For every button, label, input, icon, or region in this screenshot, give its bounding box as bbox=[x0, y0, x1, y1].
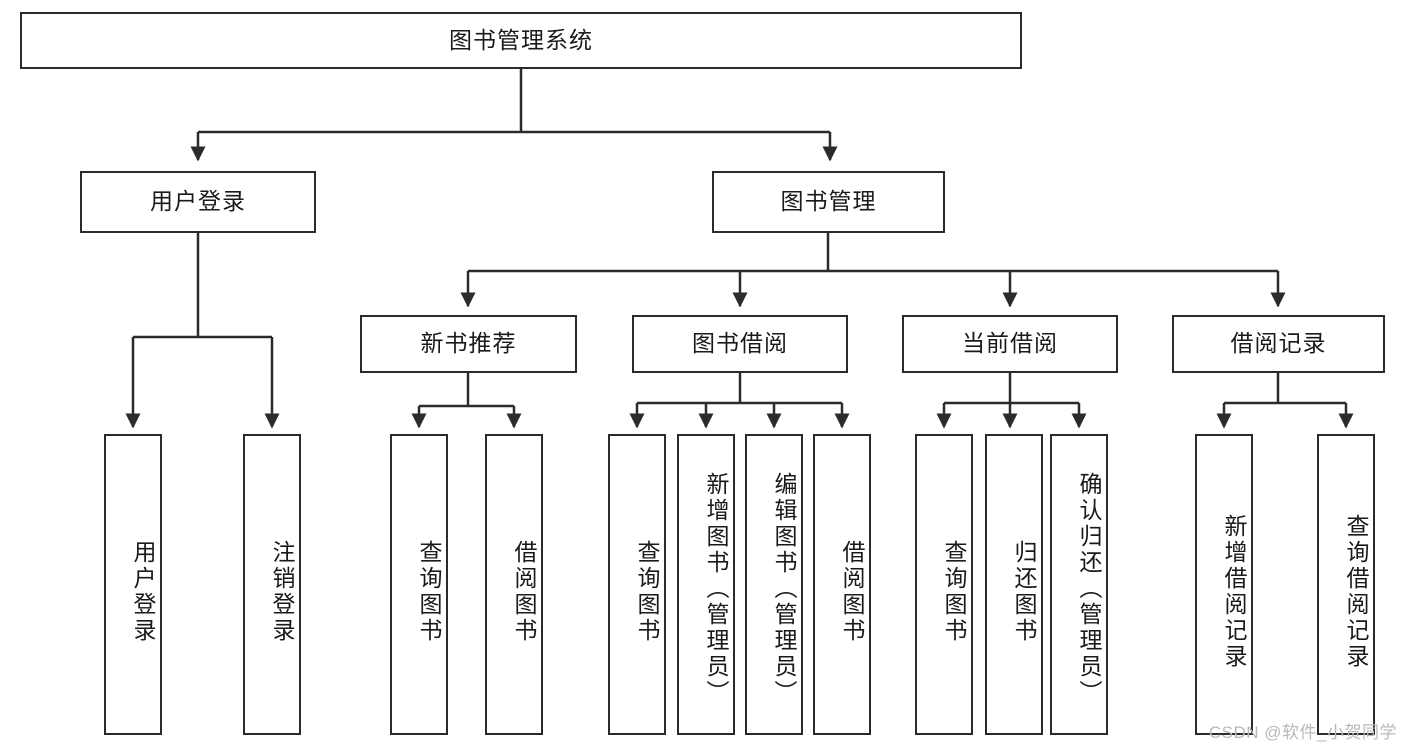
node-label: 新书推荐 bbox=[420, 330, 517, 357]
leaf-book-borrow-query[interactable]: 查询图书 bbox=[608, 434, 666, 735]
node-label: 用户登录 bbox=[130, 539, 156, 644]
node-label: 借阅记录 bbox=[1230, 330, 1327, 357]
node-label: 查询借阅记录 bbox=[1343, 513, 1369, 670]
node-label: 新增图书（管理员） bbox=[703, 471, 729, 706]
node-book-borrow[interactable]: 图书借阅 bbox=[632, 315, 848, 373]
node-label: 图书管理系统 bbox=[449, 26, 593, 53]
leaf-user-login-login[interactable]: 用户登录 bbox=[104, 434, 162, 735]
leaf-new-book-borrow[interactable]: 借阅图书 bbox=[485, 434, 543, 735]
node-book-management[interactable]: 图书管理 bbox=[712, 171, 945, 233]
leaf-current-borrow-query[interactable]: 查询图书 bbox=[915, 434, 973, 735]
node-label: 用户登录 bbox=[150, 188, 246, 215]
node-label: 查询图书 bbox=[634, 539, 660, 644]
leaf-current-borrow-return[interactable]: 归还图书 bbox=[985, 434, 1043, 735]
node-label: 图书借阅 bbox=[692, 330, 788, 357]
leaf-book-borrow-edit[interactable]: 编辑图书（管理员） bbox=[745, 434, 803, 735]
leaf-new-book-query[interactable]: 查询图书 bbox=[390, 434, 448, 735]
node-user-login[interactable]: 用户登录 bbox=[80, 171, 316, 233]
node-label: 图书管理 bbox=[780, 188, 877, 215]
node-label: 借阅图书 bbox=[839, 539, 865, 644]
node-label: 查询图书 bbox=[416, 539, 442, 644]
node-label: 新增借阅记录 bbox=[1221, 513, 1247, 670]
csdn-watermark: CSDN @软件_小贺同学 bbox=[1208, 723, 1397, 742]
leaf-borrow-record-query[interactable]: 查询借阅记录 bbox=[1317, 434, 1375, 735]
node-label: 归还图书 bbox=[1011, 539, 1037, 644]
node-root-system[interactable]: 图书管理系统 bbox=[20, 12, 1022, 69]
node-label: 编辑图书（管理员） bbox=[771, 471, 797, 706]
leaf-book-borrow-add[interactable]: 新增图书（管理员） bbox=[677, 434, 735, 735]
leaf-book-borrow-borrow[interactable]: 借阅图书 bbox=[813, 434, 871, 735]
node-label: 确认归还（管理员） bbox=[1076, 471, 1102, 706]
node-label: 注销登录 bbox=[269, 539, 295, 644]
node-label: 查询图书 bbox=[941, 539, 967, 644]
node-new-book-recommend[interactable]: 新书推荐 bbox=[360, 315, 577, 373]
node-current-borrow[interactable]: 当前借阅 bbox=[902, 315, 1118, 373]
node-label: 借阅图书 bbox=[511, 539, 537, 644]
node-borrow-record[interactable]: 借阅记录 bbox=[1172, 315, 1385, 373]
leaf-current-borrow-confirm-return[interactable]: 确认归还（管理员） bbox=[1050, 434, 1108, 735]
node-label: 当前借阅 bbox=[962, 330, 1058, 357]
leaf-user-login-logout[interactable]: 注销登录 bbox=[243, 434, 301, 735]
leaf-borrow-record-add[interactable]: 新增借阅记录 bbox=[1195, 434, 1253, 735]
